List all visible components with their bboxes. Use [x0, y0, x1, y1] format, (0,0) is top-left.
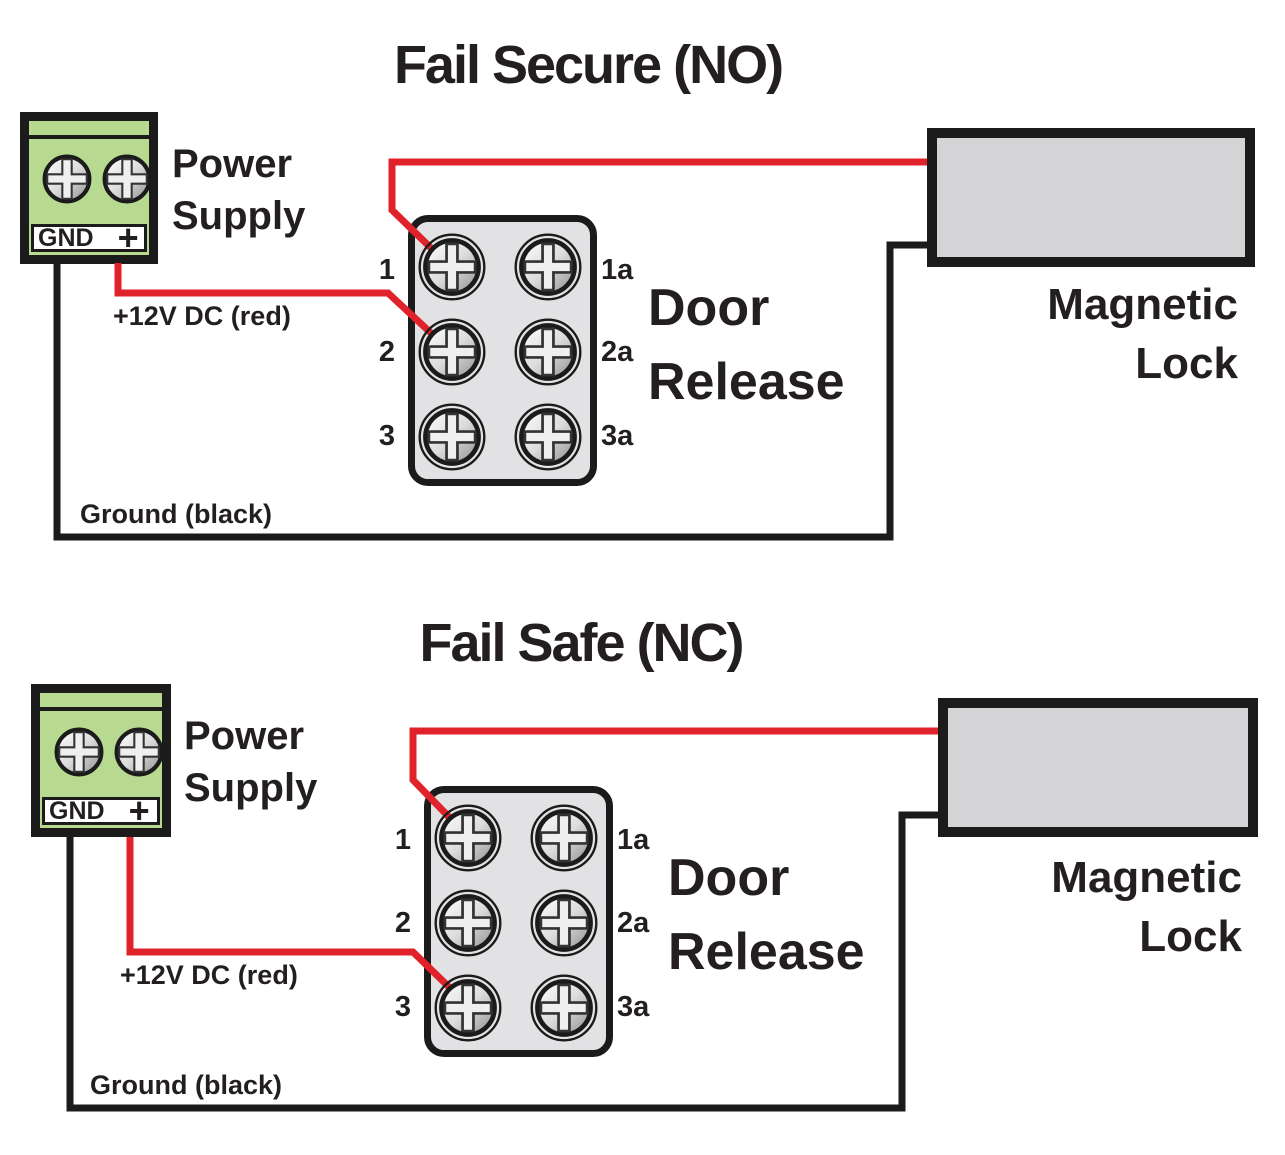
terminal-label-3a: 3a: [617, 991, 650, 1023]
power-supply-label: Power Supply: [184, 714, 318, 810]
terminal-screw-2-icon: [434, 889, 502, 957]
magnetic-lock-block: [938, 698, 1258, 837]
ground-wire-label: Ground (black): [80, 499, 273, 529]
terminal-label-2a: 2a: [617, 907, 650, 939]
door-release-block: [408, 215, 597, 486]
terminal-label-1a: 1a: [601, 254, 634, 286]
magnetic-lock-block: [927, 128, 1255, 267]
gnd-screw-terminal-icon: [53, 726, 105, 778]
terminal-label-2a: 2a: [601, 336, 634, 368]
terminal-label-3: 3: [394, 991, 411, 1023]
terminal-label-1: 1: [378, 254, 395, 286]
terminal-screw-2a-icon: [514, 318, 582, 386]
ground-wire-label: Ground (black): [90, 1070, 283, 1100]
terminal-screw-3-icon: [418, 403, 486, 471]
diagram-title: Fail Safe (NC): [419, 613, 744, 673]
terminal-screw-3a-icon: [530, 974, 598, 1042]
terminal-label-3: 3: [378, 420, 395, 452]
diagram-title: Fail Secure (NO): [393, 35, 784, 95]
gnd-label: GND: [38, 224, 94, 252]
terminal-label-1: 1: [394, 824, 411, 856]
terminal-screw-2a-icon: [530, 889, 598, 957]
power-supply-divider: [29, 135, 149, 139]
terminal-screw-3a-icon: [514, 403, 582, 471]
door-release-label: Door Release: [668, 849, 865, 981]
power-supply-label: Power Supply: [172, 142, 306, 238]
terminal-label-1a: 1a: [617, 824, 650, 856]
terminal-screw-2-icon: [418, 318, 486, 386]
terminal-screw-1a-icon: [530, 804, 598, 872]
power-supply-block: GND +: [31, 684, 171, 837]
plus-label: +: [117, 217, 139, 258]
terminal-label-3a: 3a: [601, 420, 634, 452]
terminal-screw-1-icon: [434, 804, 502, 872]
terminal-label-2: 2: [394, 907, 411, 939]
gnd-label: GND: [49, 797, 105, 825]
gnd-screw-terminal-icon: [41, 153, 93, 205]
door-release-block: [424, 786, 613, 1057]
plus-screw-terminal-icon: [113, 726, 165, 778]
positive-wire-label: +12V DC (red): [120, 960, 298, 990]
terminal-screw-1-icon: [418, 233, 486, 301]
magnetic-lock-label: Magnetic Lock: [1047, 280, 1238, 388]
terminal-screw-1a-icon: [514, 233, 582, 301]
plus-label: +: [128, 790, 150, 831]
positive-wire-label: +12V DC (red): [113, 301, 291, 331]
power-supply-terminal-strip: GND +: [31, 217, 147, 258]
door-release-label: Door Release: [648, 279, 845, 411]
terminal-label-2: 2: [378, 336, 395, 368]
power-supply-terminal-strip: GND +: [42, 790, 160, 831]
power-supply-block: GND +: [20, 112, 158, 264]
plus-screw-terminal-icon: [101, 153, 153, 205]
terminal-screw-3-icon: [434, 974, 502, 1042]
power-supply-divider: [40, 707, 162, 711]
magnetic-lock-label: Magnetic Lock: [1051, 853, 1242, 961]
